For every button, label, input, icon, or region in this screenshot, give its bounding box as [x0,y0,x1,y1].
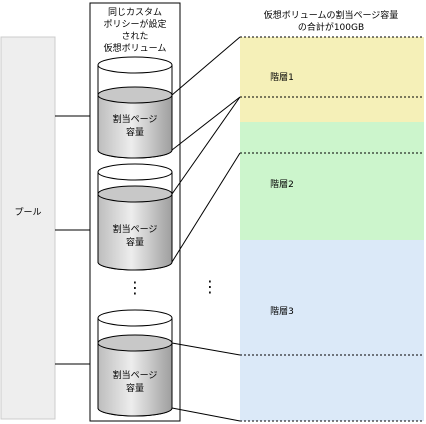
pool-label: プール [14,207,41,218]
volume-1-label-line-1: 割当ページ [113,113,158,125]
allocation-dividers [240,36,424,422]
virtual-volume-2: 割当ページ 容量 [97,163,173,271]
volume-3-label-line-2: 容量 [126,382,144,394]
volume-3-label-line-1: 割当ページ [113,369,158,381]
tier-2-label: 階層2 [270,179,294,190]
volume-2-label-line-2: 容量 [126,236,144,248]
volume-group-title-line-1: 同じカスタム [108,7,162,18]
pool-block [0,36,56,420]
volume-group-title-line-3: された [121,31,148,42]
tier-1-band [240,37,424,122]
volume-group-title-line-4: 仮想ボリューム [104,42,167,54]
virtual-volume-1: 割当ページ 容量 [97,56,173,159]
volume-1-label-line-2: 容量 [126,126,144,138]
capacity-title-line-1: 仮想ボリュームの割当ページ容量 [264,9,399,21]
tier-3-band [240,240,424,421]
mapping-lines [171,36,241,422]
volume-2-label-line-1: 割当ページ [113,223,158,235]
tier-2-band [240,122,424,240]
tier-3-label: 階層3 [270,306,294,317]
virtual-volume-3: 割当ページ 容量 [97,309,173,417]
capacity-title-line-2: の合計が100GB [298,21,364,33]
volume-group-title-line-2: ポリシーが設定 [103,18,166,30]
middle-ellipsis: ⋮ [202,277,218,296]
volume-ellipsis: ⋮ [127,278,143,297]
tier-1-label: 階層1 [270,72,294,83]
